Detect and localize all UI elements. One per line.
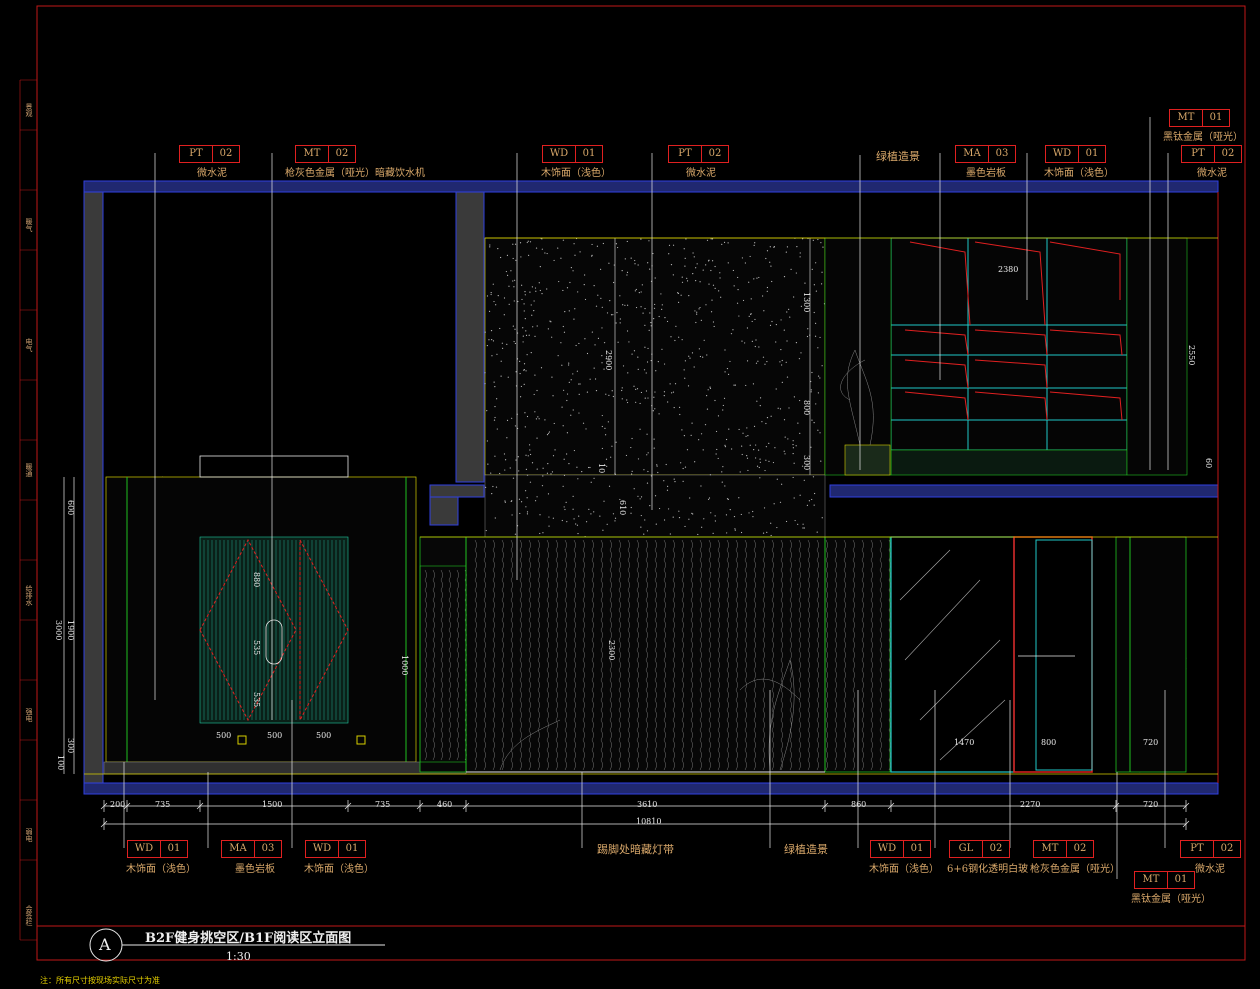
dimension-label: 460 <box>437 800 453 809</box>
material-label: 微水泥 <box>1195 864 1225 875</box>
dimension-label: 100 <box>56 755 65 771</box>
dimension-label: 1470 <box>954 738 975 747</box>
material-label: 微水泥 <box>686 168 716 179</box>
dimension-label: 800 <box>1041 738 1057 747</box>
sidebar-item: 弱电 <box>25 828 33 842</box>
dimension-label: 60 <box>1204 458 1213 469</box>
material-label: 木饰面（浅色） <box>126 864 196 875</box>
material-label: 墨色岩板 <box>235 864 275 875</box>
material-label: 木饰面（浅色） <box>1044 168 1114 179</box>
dimension-label: 2300 <box>607 640 616 661</box>
material-label: 木饰面（浅色） <box>304 864 374 875</box>
dimension-label: 610 <box>618 500 627 516</box>
sidebar-item: 暖通 <box>25 463 33 477</box>
dimension-total: 10810 <box>636 817 662 826</box>
sidebar-item: 电气 <box>25 338 33 352</box>
material-label: 枪灰色金属（哑光） <box>1030 864 1120 875</box>
material-label: 微水泥 <box>197 168 227 179</box>
dimension-label: 10 <box>597 463 606 474</box>
dimension-label: 500 <box>316 731 332 740</box>
drawing-scale: 1:30 <box>226 950 251 963</box>
material-label: 绿植造景 <box>784 843 828 856</box>
dimension-label: 3000 <box>54 620 63 641</box>
floor-slab <box>829 484 1219 498</box>
material-label: 踢脚处暗藏灯带 <box>597 843 674 856</box>
material-label: 微水泥 <box>1197 168 1227 179</box>
sidebar-item: 会签栏 <box>25 904 33 926</box>
column <box>455 191 485 483</box>
sidebar-item: 给排水 <box>25 584 33 606</box>
footnote: 注：所有尺寸按现场实际尺寸为准 <box>40 976 160 985</box>
dimension-label: 300 <box>802 455 811 471</box>
dimension-label: 535 <box>252 692 261 708</box>
sidebar-item: 强电 <box>25 708 33 722</box>
dimension-label: 300 <box>66 738 75 754</box>
dimension-label: 735 <box>155 800 171 809</box>
material-label: 黑钛金属（哑光） <box>1131 894 1211 905</box>
dimension-label: 200 <box>110 800 126 809</box>
bottom-beam <box>83 782 1219 795</box>
dimension-label: 1500 <box>262 800 283 809</box>
material-label: 木饰面（浅色） <box>541 168 611 179</box>
material-label: 绿植造景 <box>876 150 920 163</box>
dimension-label: 720 <box>1143 800 1159 809</box>
sidebar-item: 暖气 <box>25 218 33 232</box>
dimension-label: 800 <box>802 400 811 416</box>
dimension-label: 2270 <box>1020 800 1041 809</box>
material-label: 墨色岩板 <box>966 168 1006 179</box>
dimension-label: 2900 <box>604 350 613 371</box>
dimension-label: 1000 <box>400 655 409 676</box>
left-wall <box>83 191 104 784</box>
material-label: 6+6钢化透明白玻 <box>947 864 1029 875</box>
dimension-label: 880 <box>252 572 261 588</box>
dimension-label: 3610 <box>637 800 658 809</box>
material-label: 黑钛金属（哑光） <box>1163 132 1243 143</box>
dimension-label: 735 <box>375 800 391 809</box>
dimension-label: 600 <box>66 500 75 516</box>
dimension-label: 2380 <box>998 265 1019 274</box>
title-marker: A <box>99 935 111 954</box>
material-label: 木饰面（浅色） <box>869 864 939 875</box>
material-label: 枪灰色金属（哑光）暗藏饮水机 <box>285 168 425 179</box>
dimension-label: 500 <box>216 731 232 740</box>
dimension-label: 2550 <box>1187 345 1196 366</box>
dimension-label: 860 <box>851 800 867 809</box>
top-beam <box>83 180 1219 193</box>
dimension-label: 720 <box>1143 738 1159 747</box>
dimension-label: 1900 <box>66 620 75 641</box>
dimension-label: 1300 <box>802 292 811 313</box>
sidebar-item: 景观 <box>25 103 33 117</box>
drawing-title: B2F健身挑空区/B1F阅读区立面图 <box>145 931 352 946</box>
dimension-label: 500 <box>267 731 283 740</box>
dimension-label: 535 <box>252 640 261 656</box>
